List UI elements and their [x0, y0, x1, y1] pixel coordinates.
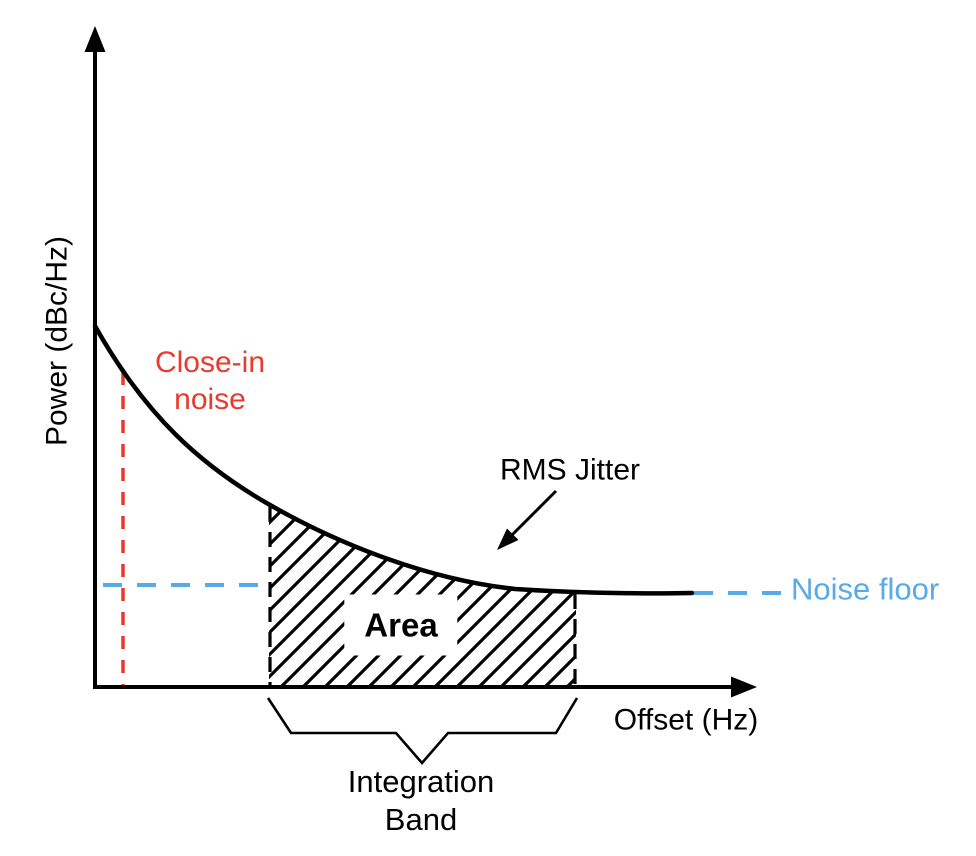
x-axis-arrowhead	[731, 676, 757, 698]
noise-floor-label: Noise floor	[791, 571, 940, 607]
rms-jitter-arrow	[510, 489, 558, 537]
y-axis-arrowhead	[84, 26, 106, 52]
integration-band-label: Integration Band	[348, 763, 495, 839]
rms-jitter-label: RMS Jitter	[499, 453, 641, 487]
close-in-noise-label-line1: Close-in	[154, 346, 266, 379]
x-axis-label: Offset (Hz)	[613, 703, 759, 737]
close-in-noise-label: Close-in noise	[155, 344, 265, 418]
close-in-noise-label-line2: noise	[174, 383, 246, 416]
integration-band-brace	[266, 697, 579, 765]
integration-band-label-line1: Integration	[347, 764, 495, 799]
phase-noise-curve	[92, 323, 695, 596]
rms-jitter-arrowhead	[497, 528, 519, 550]
integration-band-label-line2: Band	[384, 802, 458, 837]
area-label: Area	[344, 594, 458, 656]
y-axis-label: Power (dBc/Hz)	[40, 235, 74, 447]
